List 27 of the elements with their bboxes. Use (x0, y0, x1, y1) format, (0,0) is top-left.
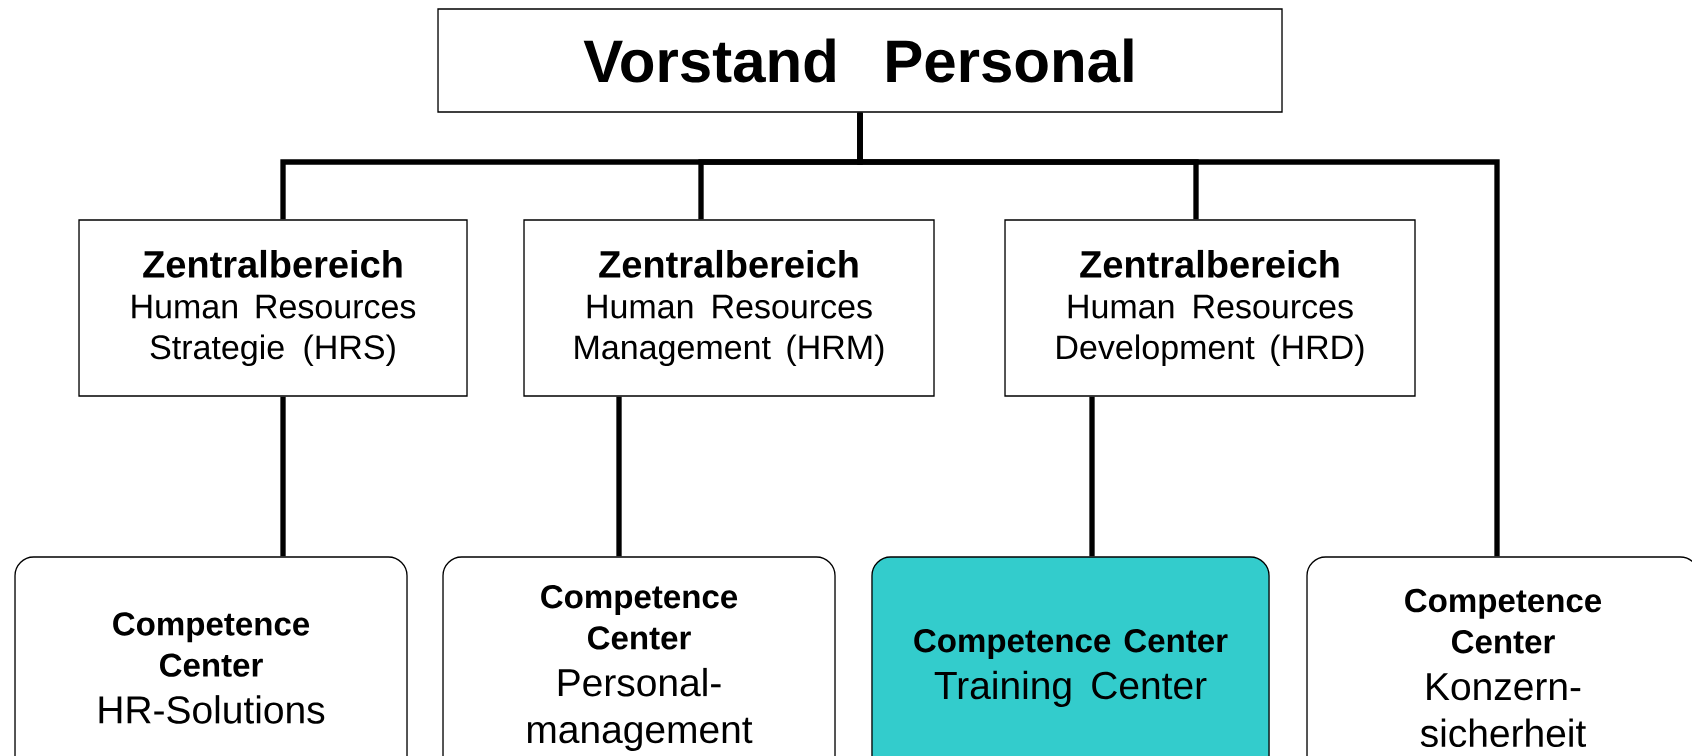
box-heading: Competence Center (113, 612, 310, 677)
box-text: Konzern- sicherheit (1420, 673, 1586, 748)
unit-box (442, 556, 836, 756)
box-text: Personal- management (528, 667, 753, 751)
box-heading: Competence Center (1405, 588, 1602, 654)
box-heading: Zentralbereich (599, 249, 858, 278)
connector-line (616, 396, 622, 557)
board-box (437, 8, 1283, 113)
department-box (523, 219, 935, 397)
department-box (1004, 219, 1416, 397)
box-text: Human Resources Management (HRM) (575, 294, 884, 367)
box-text: Training Center (934, 670, 1207, 707)
unit-box (871, 556, 1270, 756)
box-heading: Zentralbereich (1080, 249, 1339, 278)
box-text: Human Resources Strategie (HRS) (132, 294, 416, 367)
connector-line (1089, 396, 1095, 557)
box-text: Human Resources Development (HRD) (1057, 294, 1364, 367)
box-title: Vorstand Personal (583, 38, 1133, 83)
unit-box (14, 556, 408, 756)
unit-box (1306, 556, 1692, 756)
connector-line (857, 112, 1500, 557)
box-text: HR-Solutions (99, 695, 325, 724)
department-box (78, 219, 468, 397)
box-heading: Competence Center (914, 629, 1228, 659)
connector-line (280, 396, 286, 557)
box-heading: Competence Center (541, 585, 738, 650)
box-heading: Zentralbereich (143, 249, 402, 278)
